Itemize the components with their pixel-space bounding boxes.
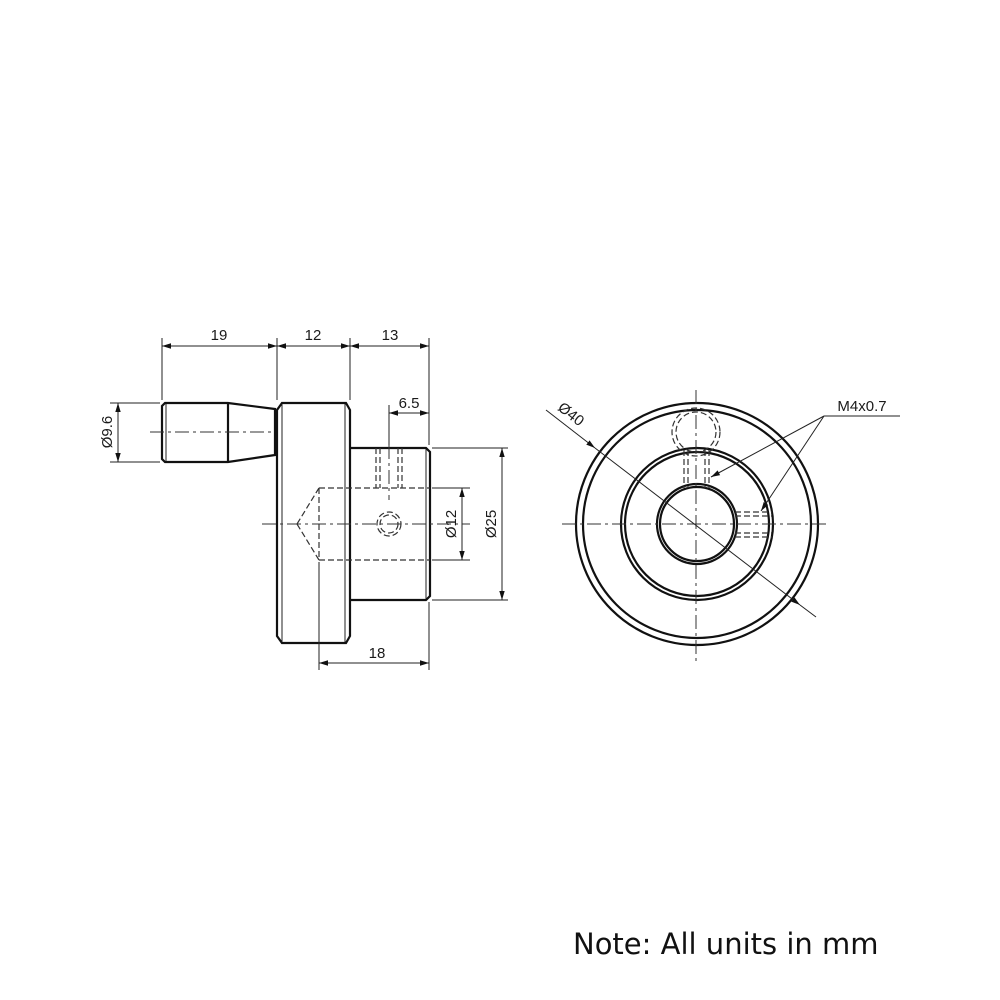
top-dimensions: 19 12 13 6.5 <box>161 327 430 445</box>
dim-hub-length: 13 <box>382 327 399 344</box>
dim-shaft-diameter-group: Ø9.6 <box>99 402 160 463</box>
units-note: Note: All units in mm <box>573 927 879 961</box>
side-setscrew-hidden <box>735 511 772 538</box>
bore-chamfer-circle <box>658 485 736 563</box>
dim-hub-diameter: Ø25 <box>483 510 500 538</box>
dim-bore-diameter-group: Ø12 <box>432 487 470 561</box>
dim-outer-diameter: Ø40 <box>554 399 587 430</box>
thread-callout-group: M4x0.7 <box>710 398 900 512</box>
dim-hub-diameter-group: Ø25 <box>432 447 508 601</box>
dim-shaft-length: 19 <box>211 327 228 344</box>
flange <box>275 401 352 645</box>
dim-bore-depth: 18 <box>369 645 386 662</box>
dim-shaft-diameter: Ø9.6 <box>99 416 116 449</box>
dim-bore-depth-group: 18 <box>318 562 430 670</box>
side-view: 19 12 13 6.5 Ø9.6 Ø12 Ø25 <box>99 327 508 670</box>
front-view: Ø40 M4x0.7 <box>545 390 900 662</box>
dim-setscrew-offset: 6.5 <box>399 395 420 412</box>
dim-bore-diameter: Ø12 <box>443 510 460 538</box>
thread-callout: M4x0.7 <box>837 398 886 415</box>
dim-flange-width: 12 <box>305 327 322 344</box>
